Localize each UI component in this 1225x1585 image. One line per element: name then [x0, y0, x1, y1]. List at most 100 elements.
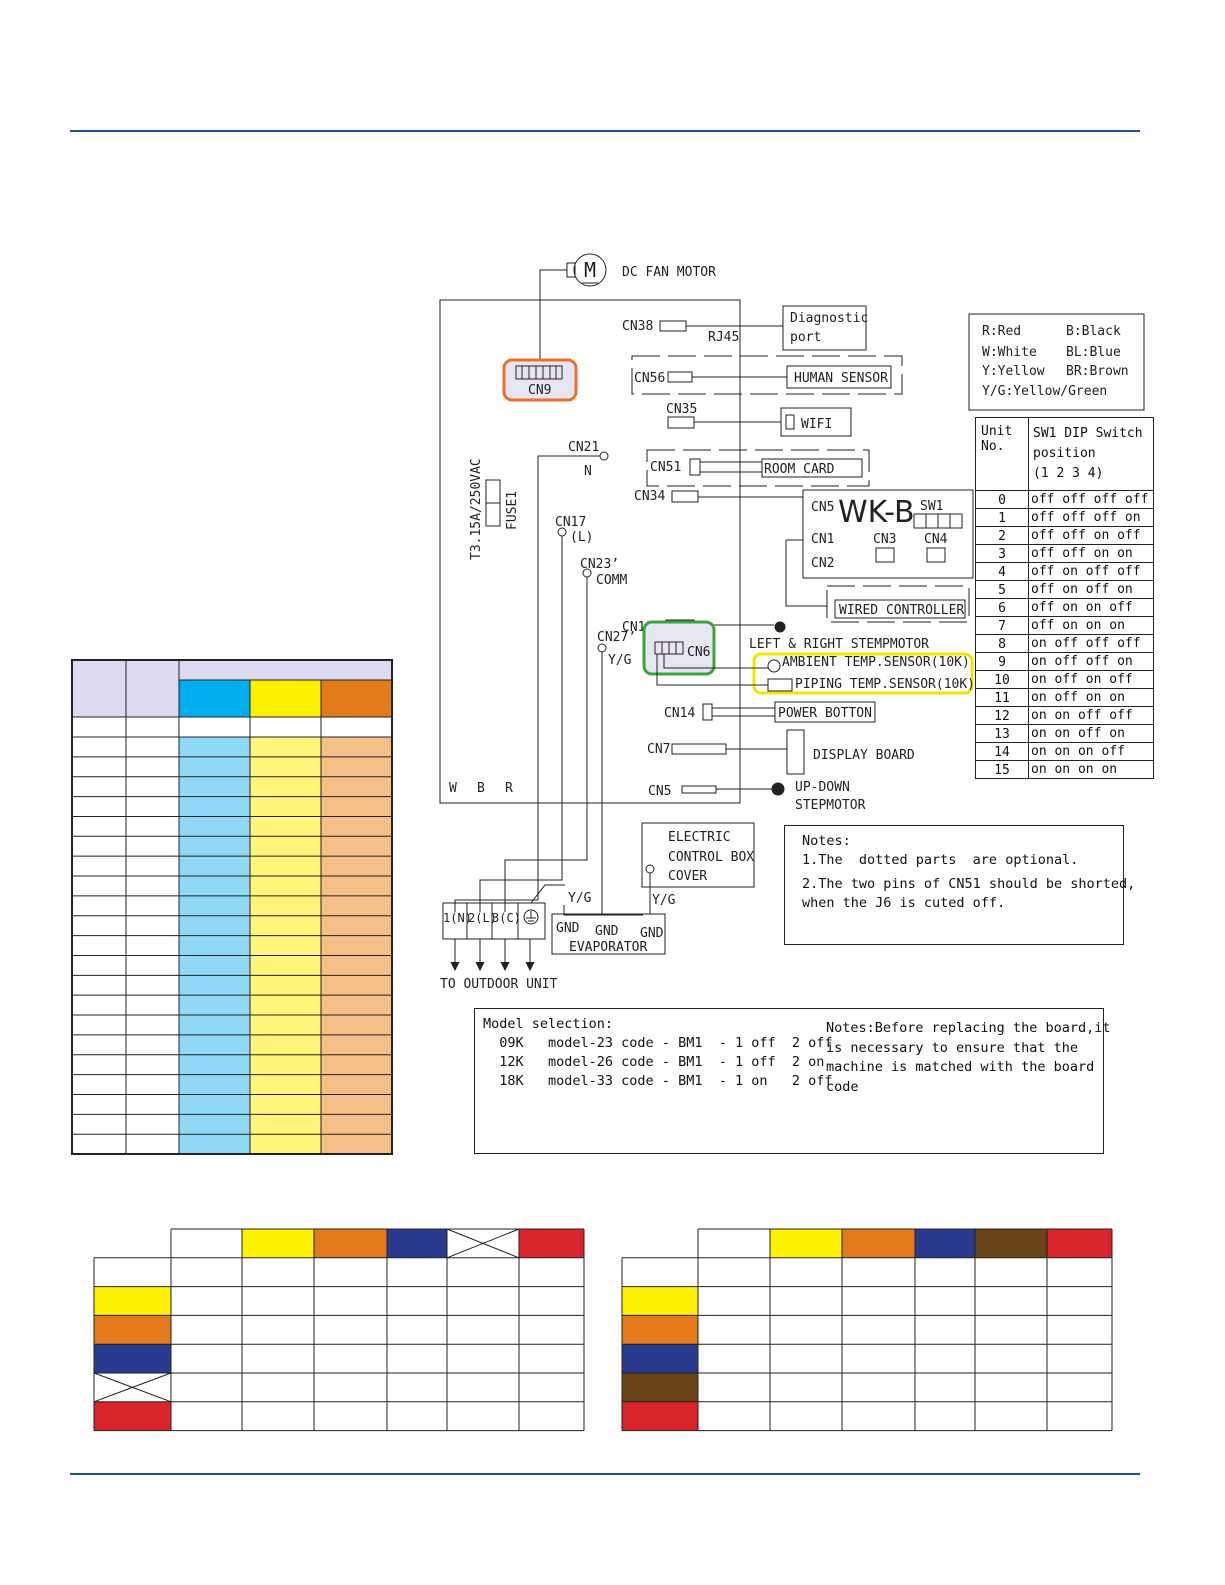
fan-motor-label: DC FAN MOTOR: [622, 265, 716, 280]
electric-box-yg-label: Y/G: [652, 893, 676, 908]
cn17-label: CN17: [555, 515, 586, 530]
unit-cell: 11: [975, 688, 1029, 707]
legend-red: R:Red: [982, 324, 1021, 339]
wire-r-label: R: [505, 781, 513, 796]
cn51-label: CN51: [650, 460, 681, 475]
unit-cell: 1: [975, 508, 1029, 527]
unit-cell: 12: [975, 706, 1029, 725]
unit-cell: 10: [975, 670, 1029, 689]
piping-sensor-label: PIPING TEMP.SENSOR(10K): [795, 677, 975, 692]
wire-w-label: W: [449, 781, 457, 796]
cn27-yg-label: Y/G: [608, 653, 632, 668]
cn27-label: CN27’: [597, 630, 636, 645]
cn35-label: CN35: [666, 402, 697, 417]
electric-box-label-1: ELECTRIC: [668, 830, 731, 845]
model-row-18k: 18K model-33 code - BM1 - 1 on 2 off: [483, 1073, 833, 1089]
position-cell: on off off on: [1028, 652, 1154, 671]
to-outdoor-label: TO OUTDOOR UNIT: [440, 977, 558, 992]
sw1-header-position: SW1 DIP Switch position (1 2 3 4): [1028, 417, 1154, 491]
wifi-box: [780, 407, 852, 437]
room-card-label: ROOM CARD: [764, 462, 835, 477]
main-pcb-outline: [439, 299, 741, 804]
unit-cell: 5: [975, 580, 1029, 599]
human-sensor-optional-box: [631, 355, 903, 395]
terminal-block: [442, 902, 546, 940]
electric-box-label-2: CONTROL BOX: [668, 850, 754, 865]
position-cell: off off off on: [1028, 508, 1154, 527]
wifi-label: WIFI: [801, 417, 832, 432]
display-board-label: DISPLAY BOARD: [813, 748, 915, 763]
terminal-3: 3(C): [492, 911, 521, 925]
power-button-label: POWER BOTTON: [778, 706, 872, 721]
fan-motor-symbol: [573, 253, 607, 287]
cn6-highlight: [642, 620, 716, 676]
model-row-09k: 09K model-23 code - BM1 - 1 off 2 off: [483, 1035, 833, 1051]
model-selection-title: Model selection:: [483, 1016, 614, 1032]
cn7-label: CN7: [647, 742, 670, 757]
unit-cell: 8: [975, 634, 1029, 653]
unit-cell: 7: [975, 616, 1029, 635]
gnd-label-3: GND: [640, 926, 664, 941]
updown-label-2: STEPMOTOR: [795, 798, 866, 813]
position-cell: on on on off: [1028, 742, 1154, 761]
diagnostic-label-2: port: [790, 330, 821, 345]
sw1-dip-table: Unit No. SW1 DIP Switch position (1 2 3 …: [975, 417, 1154, 779]
wkb-label: WK-B: [838, 495, 915, 530]
cn21-label: CN21: [568, 440, 599, 455]
unit-cell: 14: [975, 742, 1029, 761]
position-cell: off off off off: [1028, 490, 1154, 509]
cn38-connector: [659, 320, 687, 332]
position-cell: off on off off: [1028, 562, 1154, 581]
fuse-rating-label: T3.15A/250VAC: [469, 458, 484, 560]
unit-cell: 4: [975, 562, 1029, 581]
cn14-label: CN14: [664, 706, 695, 721]
unit-cell: 13: [975, 724, 1029, 743]
bottom-color-tables: [93, 1228, 1113, 1432]
display-board-connector: [786, 729, 805, 775]
rj45-label: RJ45: [708, 330, 739, 345]
cn5-label: CN5: [648, 784, 671, 799]
terminal-2: 2(L): [468, 911, 497, 925]
cn23-label: CN23’: [580, 557, 619, 572]
comm-label: COMM: [596, 573, 627, 588]
cn9-connector: [515, 365, 563, 380]
unit-cell: 2: [975, 526, 1029, 545]
human-sensor-label: HUMAN SENSOR: [794, 371, 888, 386]
human-sensor-box: [786, 365, 892, 389]
fuse-label: FUSE1: [505, 491, 520, 530]
cn56-label: CN56: [634, 371, 665, 386]
wire-b-label: B: [477, 781, 485, 796]
power-button-box: [774, 701, 876, 723]
room-card-optional-box: [646, 449, 870, 487]
updown-stepmotor-symbol: [771, 782, 785, 796]
diagnostic-port-box: [782, 305, 867, 351]
electric-box-label-3: COVER: [668, 869, 707, 884]
top-rule: [70, 130, 1140, 132]
notes-line-2b: when the J6 is cuted off.: [802, 895, 1006, 911]
wkb-cn3-label: CN3: [873, 532, 896, 547]
lr-stepmotor-symbol: [774, 621, 786, 633]
terminal-1: 1(N): [443, 911, 472, 925]
diagnostic-label-1: Diagnostic: [790, 311, 868, 326]
sensors-highlight: [752, 652, 974, 695]
notes-line-2a: 2.The two pins of CN51 should be shorted…: [802, 876, 1136, 892]
wkb-cn2-label: CN2: [811, 556, 834, 571]
position-cell: on off on on: [1028, 688, 1154, 707]
position-cell: off on off on: [1028, 580, 1154, 599]
legend-blue: BL:Blue: [1066, 345, 1121, 360]
room-card-box: [761, 458, 863, 478]
wired-controller-label: WIRED CONTROLLER: [839, 603, 964, 618]
legend-white: W:White: [982, 345, 1037, 360]
terminal-ground-icon: [523, 909, 539, 925]
